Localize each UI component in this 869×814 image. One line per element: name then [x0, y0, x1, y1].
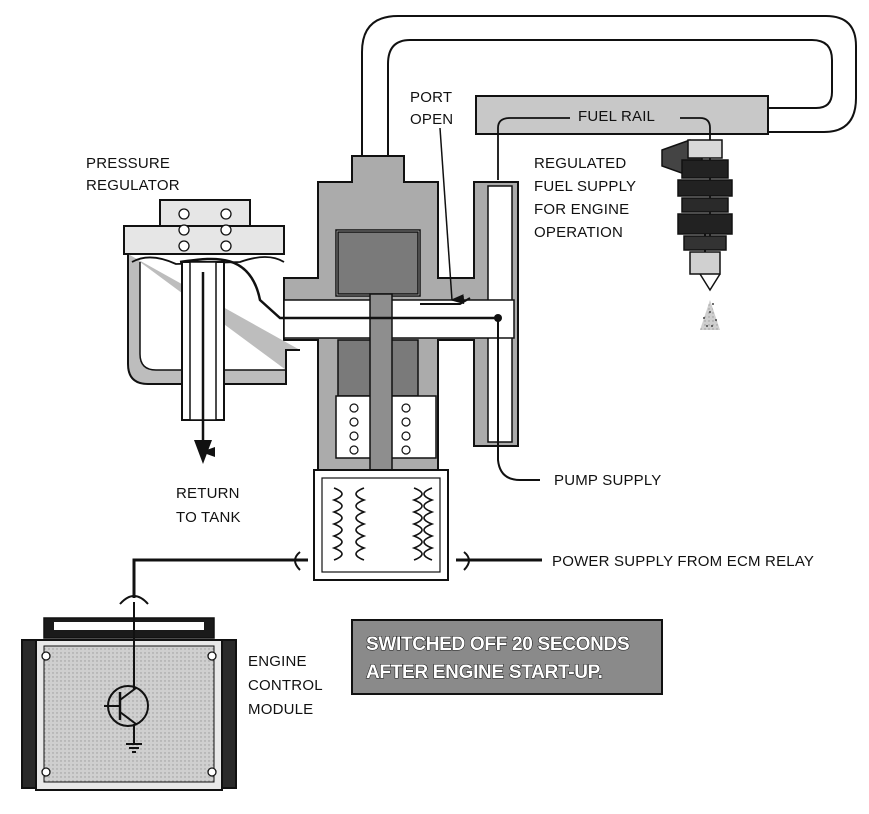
note-line-2: AFTER ENGINE START-UP.	[366, 662, 603, 683]
fuel-loop-pipe	[361, 15, 857, 218]
return-line-2: TO TANK	[176, 509, 241, 526]
regulator-line	[179, 257, 498, 320]
ecm-line-3: MODULE	[248, 701, 313, 718]
power-supply-label: POWER SUPPLY FROM ECM RELAY	[552, 553, 814, 570]
note-box: SWITCHED OFF 20 SECONDS AFTER ENGINE STA…	[351, 619, 663, 695]
return-to-tank-label: RETURN TO TANK	[176, 485, 241, 526]
regulated-line-2: FUEL SUPPLY	[534, 178, 636, 195]
pressure-regulator	[123, 199, 300, 421]
port-open-arrow	[439, 127, 465, 305]
pump-springs	[349, 403, 411, 455]
port-open-line-1: PORT	[410, 89, 452, 106]
solenoid	[313, 469, 449, 581]
engine-control-module-label: ENGINE CONTROL MODULE	[248, 653, 323, 718]
fuel-spray	[700, 300, 720, 330]
regulated-line-3: FOR ENGINE	[534, 201, 629, 218]
pump-housing	[283, 155, 519, 471]
pump-supply-line	[497, 318, 540, 481]
regulated-line-1: REGULATED	[534, 155, 626, 172]
power-supply-wire	[132, 558, 542, 598]
fuel-injector	[661, 139, 733, 292]
engine-control-module	[21, 595, 237, 791]
port-open-label: PORT OPEN	[410, 89, 453, 128]
fuel-rail-label: FUEL RAIL	[578, 108, 655, 125]
pump-supply-label: PUMP SUPPLY	[554, 472, 662, 489]
return-line-1: RETURN	[176, 485, 240, 502]
note-line-1: SWITCHED OFF 20 SECONDS	[366, 634, 629, 655]
port-open-line-2: OPEN	[410, 111, 453, 128]
ecm-line-2: CONTROL	[248, 677, 323, 694]
pressure-regulator-line-1: PRESSURE	[86, 155, 170, 172]
regulated-fuel-supply-label: REGULATED FUEL SUPPLY FOR ENGINE OPERATI…	[534, 155, 636, 241]
fuel-rail	[475, 95, 769, 271]
ecm-line-1: ENGINE	[248, 653, 307, 670]
regulated-line-4: OPERATION	[534, 224, 623, 241]
pressure-regulator-label: PRESSURE REGULATOR	[86, 155, 180, 194]
pressure-regulator-line-2: REGULATOR	[86, 177, 180, 194]
